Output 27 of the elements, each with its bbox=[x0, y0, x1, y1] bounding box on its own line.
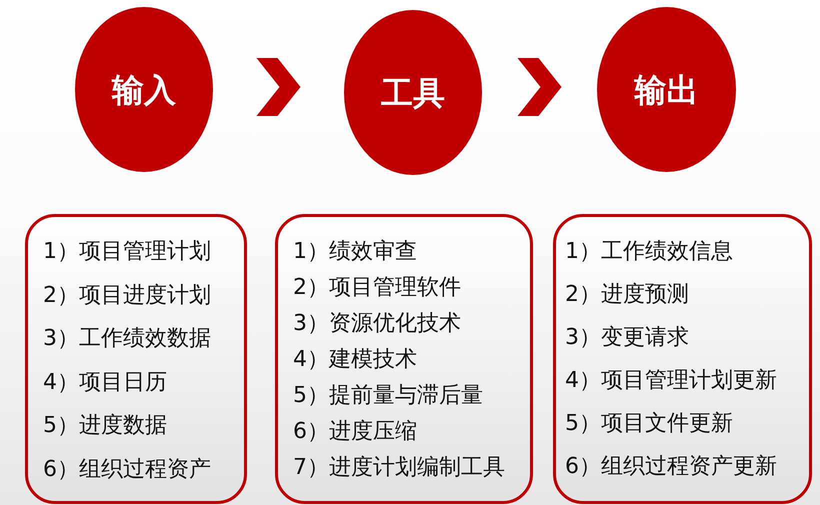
list-item: 1）项目管理计划 bbox=[43, 239, 211, 265]
list-item: 2）项目管理软件 bbox=[293, 275, 461, 301]
chevron-arrow bbox=[256, 58, 300, 116]
list-item: 5）进度数据 bbox=[43, 413, 167, 440]
list-item: 4）建模技术 bbox=[293, 347, 417, 373]
list-item: 5）项目文件更新 bbox=[565, 411, 733, 437]
list-item: 6）组织过程资产 bbox=[43, 457, 211, 483]
list-item: 2）项目进度计划 bbox=[43, 282, 211, 309]
list-item: 4）项目日历 bbox=[43, 370, 167, 396]
list-box bbox=[553, 214, 812, 504]
circle-label: 输出 bbox=[634, 70, 698, 108]
list-item: 4）项目管理计划更新 bbox=[565, 368, 777, 394]
list-item: 3）工作绩效数据 bbox=[43, 326, 211, 352]
list-item: 2）进度预测 bbox=[565, 282, 689, 308]
list-item: 5）提前量与滞后量 bbox=[293, 383, 483, 409]
list-item: 3）资源优化技术 bbox=[293, 311, 461, 337]
list-item: 6）组织过程资产更新 bbox=[565, 454, 777, 480]
list-box bbox=[275, 214, 533, 504]
chevron-arrow bbox=[518, 58, 562, 116]
list-item: 6）进度压缩 bbox=[293, 419, 417, 445]
list-item: 7）进度计划编制工具 bbox=[293, 455, 505, 481]
circle-label: 输入 bbox=[112, 70, 176, 108]
list-item: 1）工作绩效信息 bbox=[565, 239, 733, 265]
list-item: 3）变更请求 bbox=[565, 325, 689, 351]
circle-label: 工具 bbox=[381, 74, 445, 112]
list-item: 1）绩效审查 bbox=[293, 239, 417, 265]
list-box bbox=[25, 214, 247, 504]
